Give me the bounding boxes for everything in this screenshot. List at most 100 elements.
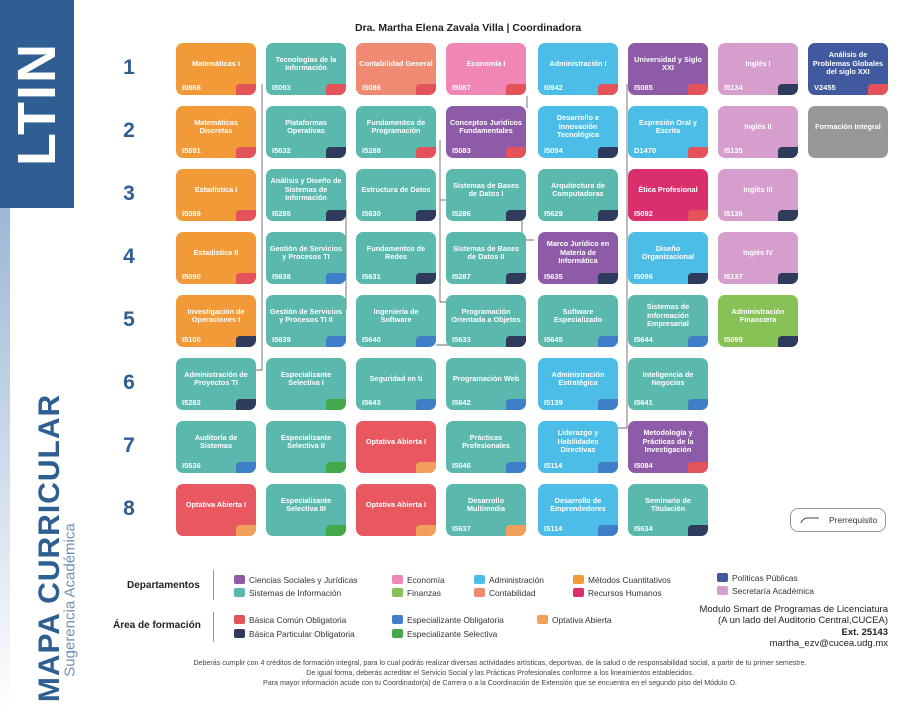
area-tag [236, 147, 256, 158]
area-tag [326, 525, 346, 536]
area-tag [598, 336, 618, 347]
course-name: Ética Profesional [638, 184, 698, 194]
legend-swatch [392, 629, 403, 638]
course-name: Administración Financiera [731, 306, 785, 324]
area-tag [326, 273, 346, 284]
course-name: Ingeniería de Software [373, 306, 419, 324]
course-name: Análisis de Problemas Globales del siglo… [812, 50, 884, 77]
legend-label: Contabilidad [489, 588, 536, 598]
prereq-line [618, 84, 628, 429]
course-name: Software Especializado [553, 306, 603, 324]
area-tag [236, 210, 256, 221]
course-code: I5282 [182, 398, 201, 407]
legend-swatch [392, 615, 403, 624]
course-code: I5096 [634, 272, 653, 281]
legend-separator [213, 612, 214, 642]
area-tag [688, 399, 708, 410]
area-tag [778, 336, 798, 347]
departments-title: Departamentos [127, 580, 200, 591]
course-code: I5286 [452, 209, 471, 218]
area-tag [778, 84, 798, 95]
course-name: Programación Web [452, 373, 520, 383]
areas-title: Área de formación [113, 620, 201, 631]
semester-number: 4 [123, 245, 135, 268]
area-tag [236, 462, 256, 473]
area-tag [598, 462, 618, 473]
course-card: Especializante Selectiva III [266, 484, 346, 536]
course-code: D1470 [634, 146, 657, 155]
prereq-label: Prerrequisito [829, 515, 878, 525]
footer-notes: Deberás cumplir con 4 créditos de formac… [90, 658, 910, 688]
course-code: I5633 [452, 335, 471, 344]
area-tag [688, 336, 708, 347]
area-tag [326, 462, 346, 473]
course-name: Sistemas de Información Empresarial [646, 302, 690, 329]
area-tag [326, 336, 346, 347]
course-name: Estructura de Datos [361, 184, 431, 194]
course-code: I5084 [634, 461, 653, 470]
area-tag [778, 147, 798, 158]
course-code: I5288 [362, 146, 381, 155]
course-code: I5090 [182, 272, 201, 281]
course-name: Análisis y Diseño de Sistemas de Informa… [270, 176, 342, 203]
course-code: I5635 [544, 272, 563, 281]
course-name: Fundamentos de Redes [366, 243, 426, 261]
course-code: I5092 [634, 209, 653, 218]
legend-item: Recursos Humanos [573, 588, 662, 598]
coordinator-heading: Dra. Martha Elena Zavala Villa | Coordin… [355, 22, 582, 34]
course-code: I5094 [544, 146, 563, 155]
legend-item: Economía [392, 575, 445, 585]
legend-swatch [474, 575, 485, 584]
course-name: Especializante Selectiva III [280, 495, 332, 513]
course-name: Programación Orientada a Objetos [451, 306, 521, 324]
course-name: Optativa Abierta I [365, 499, 427, 509]
legend-item: Básica Común Obligatoria [234, 615, 346, 625]
course-code: I5087 [452, 83, 471, 92]
area-tag [416, 336, 436, 347]
course-code: I5639 [272, 335, 291, 344]
legend-item: Ciencias Sociales y Jurídicas [234, 575, 357, 585]
course-name: Metodología y Prácticas de la Investigac… [642, 428, 694, 455]
course-code: I5114 [544, 524, 563, 533]
brand-block: LTIN [0, 0, 74, 208]
legend-label: Secretaría Académica [732, 586, 814, 596]
course-name: Gestión de Servicios y Procesos TI II [269, 306, 343, 324]
legend-item: Básica Particular Obligatoria [234, 629, 355, 639]
legend-label: Economía [407, 575, 445, 585]
legend-item: Finanzas [392, 588, 441, 598]
course-name: Inglés I [745, 58, 771, 68]
area-tag [506, 84, 526, 95]
legend-label: Básica Común Obligatoria [249, 615, 347, 625]
legend-label: Recursos Humanos [588, 588, 662, 598]
area-tag [416, 147, 436, 158]
prereq-line-icon [800, 517, 819, 524]
course-name: Inglés IV [742, 247, 773, 257]
course-code: V2455 [814, 83, 836, 92]
course-code: I5640 [362, 335, 381, 344]
area-tag [416, 210, 436, 221]
course-name: Auditoría de Sistemas [194, 432, 238, 450]
course-code: I5630 [362, 209, 381, 218]
course-card: Especializante Selectiva I [266, 358, 346, 410]
course-name: Especializante Selectiva I [280, 369, 332, 387]
semester-number: 1 [123, 56, 135, 79]
prereq-line [439, 140, 446, 303]
course-code: I5644 [634, 335, 653, 344]
course-code: I5646 [452, 461, 471, 470]
